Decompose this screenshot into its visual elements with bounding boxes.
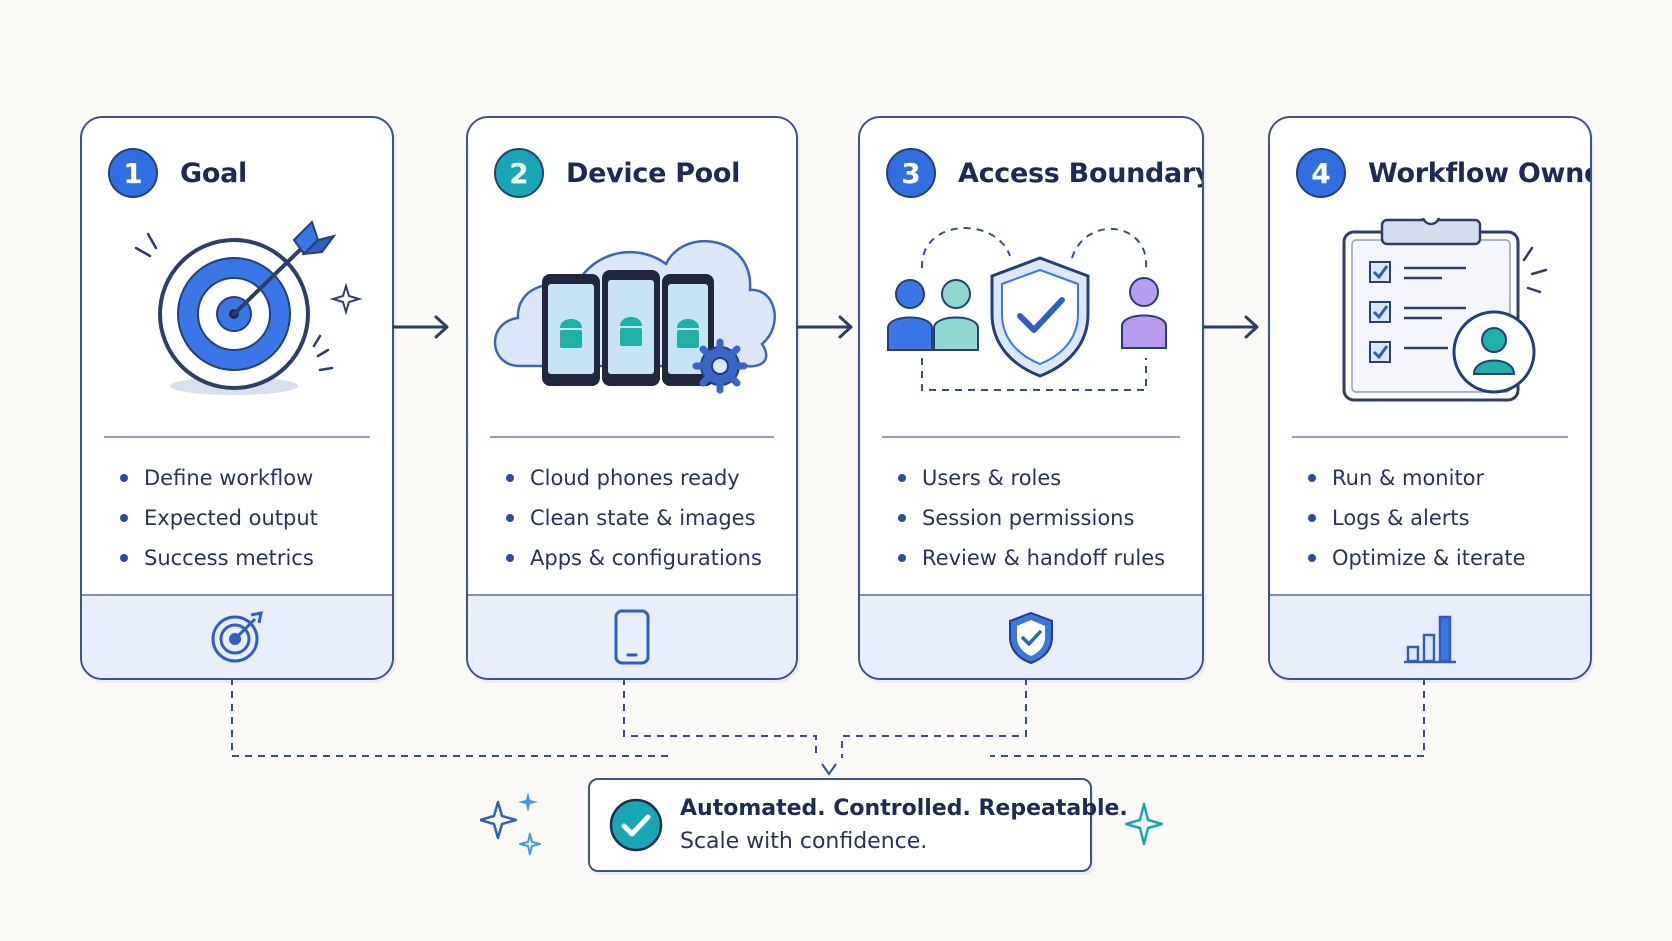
- step-number-badge: 2: [494, 148, 544, 198]
- connector-arrowhead: [821, 763, 837, 776]
- step-card-goal: 1 Goal Define workflow Expected output S…: [80, 116, 394, 680]
- step-number-badge: 1: [108, 148, 158, 198]
- bullet-item: Session permissions: [896, 498, 1165, 538]
- gear-icon: [692, 338, 748, 394]
- clipboard-owner-icon: [1342, 218, 1548, 402]
- phone-icon: [602, 270, 660, 386]
- step-header: 3 Access Boundary: [886, 148, 1204, 198]
- step-header: 4 Workflow Owner: [1296, 148, 1592, 198]
- bullet-item: Optimize & iterate: [1306, 538, 1526, 578]
- card-footer: [468, 594, 796, 678]
- connector-step-1: [231, 678, 672, 757]
- user-icon: [1121, 277, 1167, 349]
- step-card-access-boundary: 3 Access Boundary: [858, 116, 1204, 680]
- arrow-right-icon: [392, 315, 449, 339]
- card-footer: [82, 594, 392, 678]
- bullet-item: Run & monitor: [1306, 458, 1526, 498]
- bullet-item: Apps & configurations: [504, 538, 762, 578]
- checklist: [1369, 261, 1466, 363]
- arrow-right-icon: [1202, 315, 1259, 339]
- summary-subline: Scale with confidence.: [680, 829, 928, 854]
- shield-icon: [990, 256, 1090, 378]
- sparkle-icon: [480, 792, 541, 855]
- check-circle-icon: [609, 798, 663, 852]
- phone-icon: [542, 274, 600, 386]
- connector-step-2: [623, 678, 817, 758]
- cloud-phones-icon: [493, 239, 777, 394]
- card-footer: [1270, 594, 1590, 678]
- step-number-badge: 3: [886, 148, 936, 198]
- step-title: Workflow Owner: [1368, 157, 1592, 189]
- step-bullets: Users & roles Session permissions Review…: [896, 458, 1165, 578]
- step-card-workflow-owner: 4 Workflow Owner: [1268, 116, 1592, 680]
- sparkle-icon: [1124, 802, 1164, 846]
- step-title: Goal: [180, 157, 247, 189]
- summary-text: Automated. Controlled. Repeatable. Scale…: [680, 796, 1128, 854]
- step-card-device-pool: 2 Device Pool: [466, 116, 798, 680]
- bullet-item: Cloud phones ready: [504, 458, 762, 498]
- step-number-badge: 4: [1296, 148, 1346, 198]
- connector-step-3: [841, 678, 1027, 758]
- shield-users-icon: [887, 227, 1167, 391]
- phone-icon: [662, 274, 714, 386]
- user-icon: [1452, 310, 1536, 394]
- target-icon: [134, 220, 363, 395]
- step-bullets: Run & monitor Logs & alerts Optimize & i…: [1306, 458, 1526, 578]
- target-icon: [211, 611, 263, 663]
- card-divider: [882, 436, 1180, 438]
- bullet-item: Users & roles: [896, 458, 1165, 498]
- card-divider: [104, 436, 370, 438]
- shield-icon: [1009, 611, 1053, 665]
- user-icon: [887, 279, 933, 351]
- summary-headline: Automated. Controlled. Repeatable.: [680, 796, 1128, 821]
- arrow-right-icon: [796, 315, 853, 339]
- card-divider: [490, 436, 774, 438]
- bullet-item: Logs & alerts: [1306, 498, 1526, 538]
- card-footer: [860, 594, 1202, 678]
- step-header: 2 Device Pool: [494, 148, 740, 198]
- step-bullets: Define workflow Expected output Success …: [118, 458, 318, 578]
- bar-chart-icon: [1404, 615, 1456, 664]
- connector-step-4: [990, 678, 1425, 757]
- phone-icon: [614, 609, 650, 665]
- step-title: Device Pool: [566, 157, 741, 189]
- step-header: 1 Goal: [108, 148, 247, 198]
- bullet-item: Expected output: [118, 498, 318, 538]
- bullet-item: Clean state & images: [504, 498, 762, 538]
- bullet-item: Review & handoff rules: [896, 538, 1165, 578]
- bullet-item: Define workflow: [118, 458, 318, 498]
- summary-box: Automated. Controlled. Repeatable. Scale…: [588, 778, 1128, 872]
- bullet-item: Success metrics: [118, 538, 318, 578]
- step-title: Access Boundary: [958, 157, 1204, 189]
- card-divider: [1292, 436, 1568, 438]
- step-bullets: Cloud phones ready Clean state & images …: [504, 458, 762, 578]
- user-icon: [933, 279, 979, 351]
